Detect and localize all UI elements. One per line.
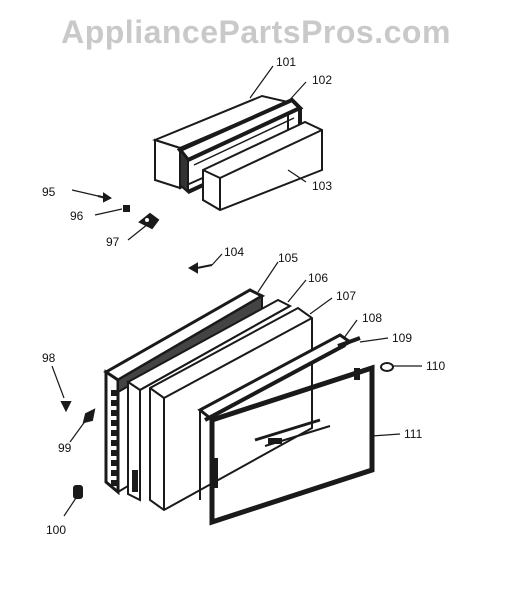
label-108: 108 — [362, 311, 382, 325]
part-111-frame — [209, 364, 375, 526]
label-96: 96 — [70, 209, 84, 223]
part-106-inner-panel — [126, 298, 293, 502]
label-98: 98 — [42, 351, 56, 365]
leader-lines — [51, 65, 422, 517]
watermark: AppliancePartsPros.com — [61, 14, 451, 50]
label-97: 97 — [106, 235, 120, 249]
label-109: 109 — [392, 331, 412, 345]
label-95: 95 — [42, 185, 56, 199]
part-102-frame — [176, 97, 304, 195]
part-97-hinge — [138, 212, 160, 230]
label-103: 103 — [312, 179, 332, 193]
label-110: 110 — [426, 359, 445, 373]
label-105: 105 — [278, 251, 298, 265]
part-99-screw — [82, 408, 96, 424]
part-96-clip — [123, 205, 130, 212]
label-104: 104 — [224, 245, 244, 259]
part-104-screw — [187, 262, 213, 274]
label-100: 100 — [46, 523, 66, 537]
part-98-screw — [60, 401, 72, 413]
part-110-bracket — [380, 362, 394, 372]
part-100-knob — [73, 485, 83, 499]
label-101: 101 — [276, 55, 296, 69]
label-99: 99 — [58, 441, 72, 455]
part-labels: 101 102 103 95 96 97 104 105 106 107 108… — [42, 55, 445, 537]
label-111: 111 — [404, 427, 423, 441]
part-103-glass — [202, 120, 323, 212]
label-106: 106 — [308, 271, 328, 285]
part-107-glass — [149, 306, 313, 512]
part-95-screw — [97, 192, 112, 203]
label-102: 102 — [312, 73, 332, 87]
label-107: 107 — [336, 289, 356, 303]
